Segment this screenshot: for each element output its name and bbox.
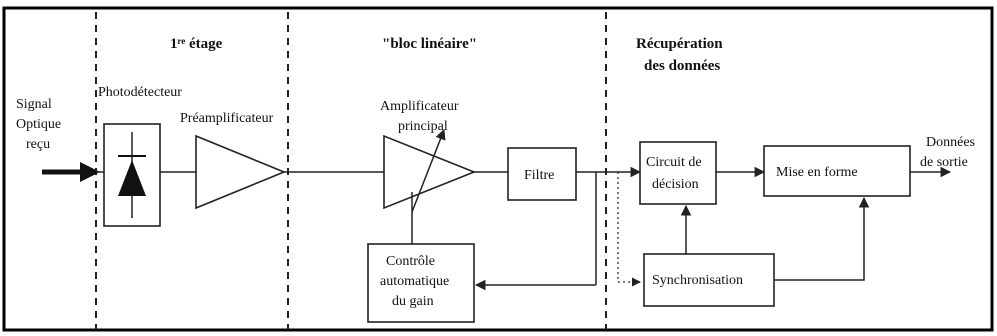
shaping-box — [763, 145, 911, 197]
wire-sync-shaping — [774, 196, 870, 281]
output-label-2: de sortie — [920, 155, 968, 170]
agc-box — [367, 243, 475, 323]
decision-label-1: Circuit de — [646, 155, 702, 170]
agc-label-2: automatique — [380, 274, 449, 289]
preamplifier-label: Préamplificateur — [180, 111, 274, 126]
agc-label-3: du gain — [392, 294, 434, 309]
stage-first-label: 1ʳᵉ étage — [170, 36, 223, 52]
filter-box — [507, 147, 577, 201]
variable-gain-arrow — [411, 129, 446, 213]
filter-label: Filtre — [524, 168, 554, 183]
stage-recovery-label-1: Récupération — [636, 36, 723, 52]
main-amplifier-triangle — [383, 134, 477, 210]
stage-linear-label: "bloc linéaire" — [382, 36, 477, 52]
photodetector-label: Photodétecteur — [98, 85, 182, 100]
input-label-2: Optique — [16, 117, 61, 132]
input-label-1: Signal — [16, 97, 52, 112]
diode-icon — [118, 160, 146, 196]
preamplifier-triangle — [195, 134, 287, 210]
decision-label-2: décision — [652, 177, 699, 192]
stage-recovery-label-2: des données — [644, 58, 720, 74]
outer-frame — [2, 6, 994, 332]
shaping-label: Mise en forme — [776, 165, 858, 180]
sync-label: Synchronisation — [652, 273, 743, 288]
main-amp-label-2: principal — [398, 119, 448, 134]
input-label-3: reçu — [26, 137, 50, 152]
wire-sync-tap — [617, 172, 641, 287]
sync-box — [643, 253, 775, 307]
decision-box — [639, 141, 717, 205]
output-label-1: Données — [926, 135, 975, 150]
main-amp-label-1: Amplificateur — [380, 99, 459, 114]
agc-label-1: Contrôle — [386, 254, 435, 269]
